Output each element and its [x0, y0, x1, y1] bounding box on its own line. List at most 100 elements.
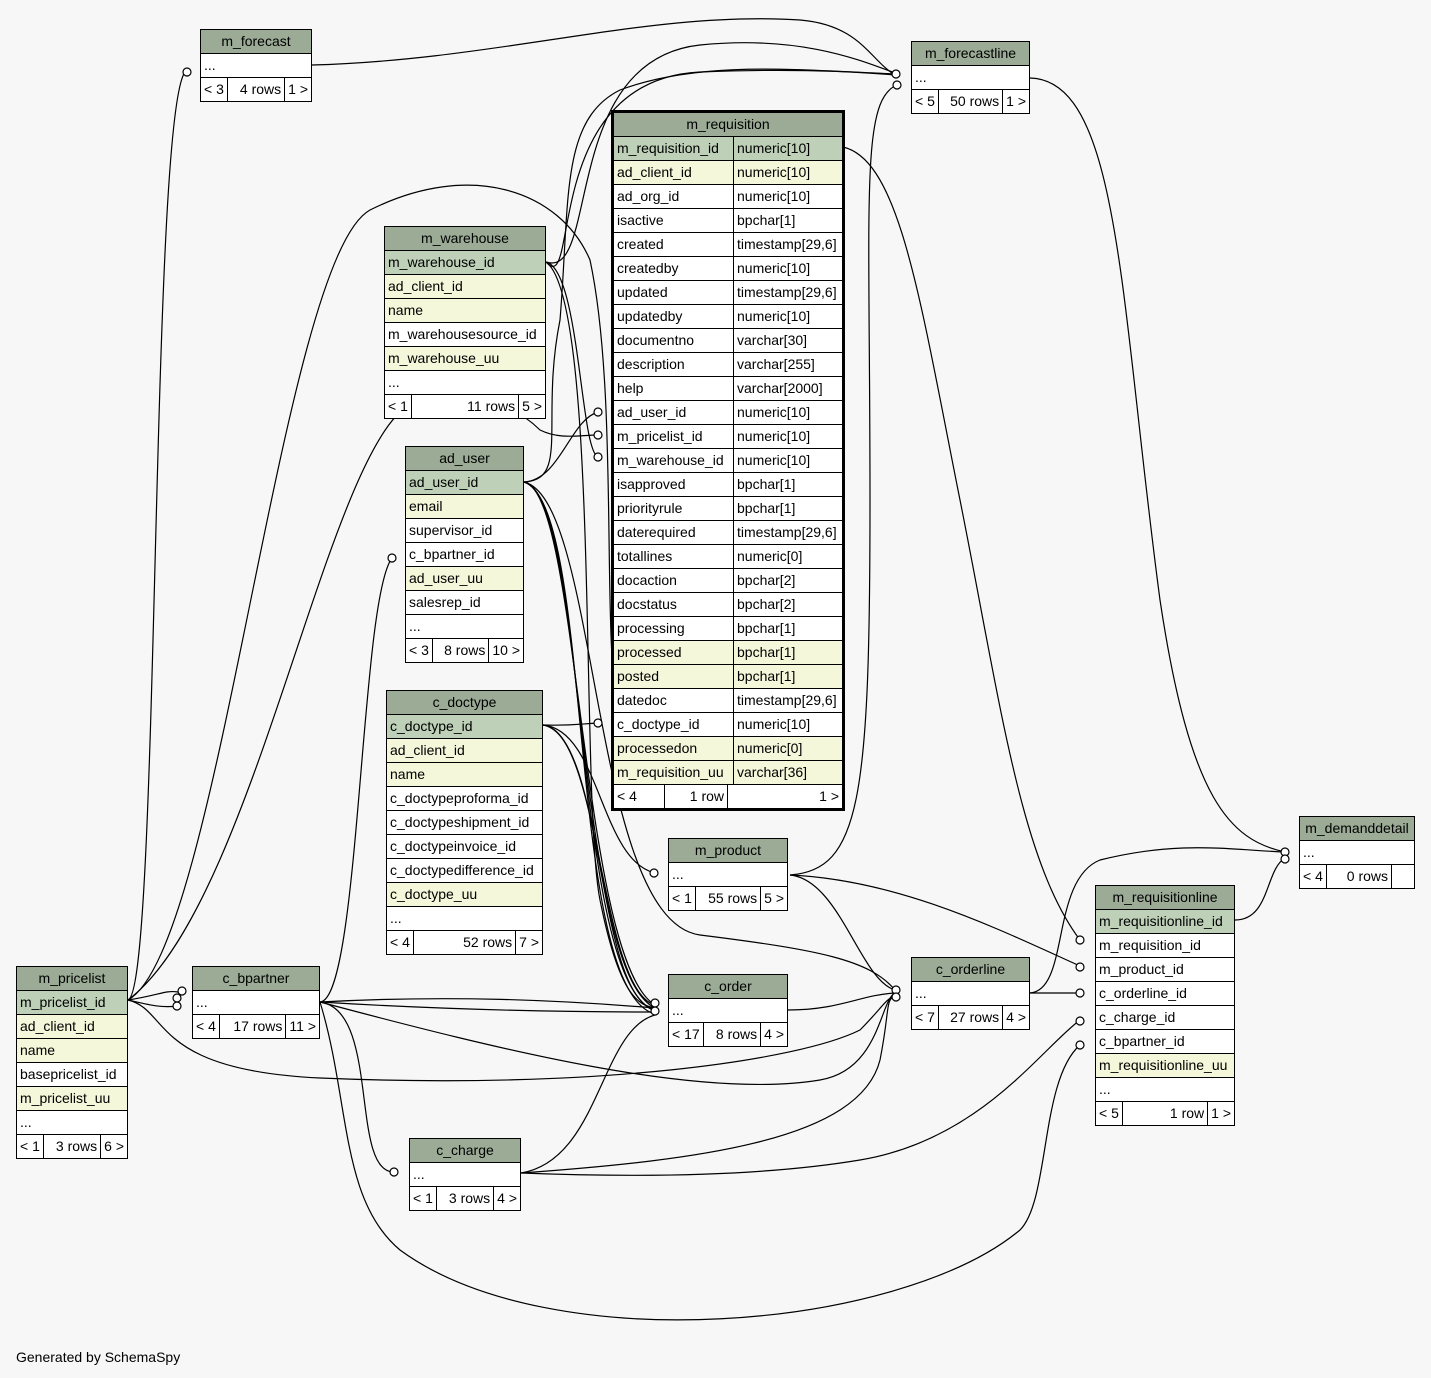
- column-type: numeric[10]: [737, 308, 811, 324]
- children-count: 1 >: [819, 788, 839, 804]
- edge-charge-order: [520, 1014, 656, 1174]
- children-count: 1 >: [1006, 93, 1026, 109]
- table-title: m_product: [669, 839, 787, 863]
- column-name: c_bpartner_id: [1099, 1033, 1185, 1049]
- column-row: m_product_id: [1096, 958, 1234, 982]
- table-row: ...: [201, 54, 311, 78]
- edge-aduser-order-1: [523, 481, 656, 1006]
- column-row: ad_client_id: [385, 275, 545, 299]
- table-title: m_forecast: [201, 30, 311, 54]
- column-name: m_pricelist_uu: [20, 1090, 111, 1106]
- column-type: varchar[255]: [737, 356, 815, 372]
- row-count: 3 rows: [44, 1135, 102, 1158]
- column-name: c_doctype_id: [390, 718, 473, 734]
- column-row: m_requisitionline_uu: [1096, 1054, 1234, 1078]
- table-m-demanddetail[interactable]: m_demanddetail ... < 4 0 rows: [1299, 816, 1415, 889]
- row-count: 1 row: [1123, 1102, 1209, 1125]
- children-count: 6 >: [104, 1138, 124, 1154]
- parents-count: < 3: [406, 639, 433, 662]
- table-m-forecastline[interactable]: m_forecastline ... < 5 50 rows 1 >: [911, 41, 1030, 114]
- edge-charge-requisitionline: [520, 1019, 1081, 1176]
- column-name: ad_user_id: [614, 401, 734, 424]
- column-name: m_pricelist_id: [614, 425, 734, 448]
- table-footer: < 7 27 rows 4 >: [912, 1006, 1029, 1029]
- column-name: ad_user_uu: [409, 570, 483, 586]
- children-count: [1392, 865, 1414, 888]
- column-type: bpchar[1]: [737, 668, 796, 684]
- children-count: 5 >: [522, 398, 542, 414]
- column-name: description: [614, 353, 734, 376]
- column-name: salesrep_id: [409, 594, 481, 610]
- column-row: name: [17, 1039, 127, 1063]
- column-type: varchar[30]: [737, 332, 808, 348]
- column-type: bpchar[2]: [737, 572, 796, 588]
- parents-count: < 1: [17, 1135, 44, 1158]
- table-m-forecast[interactable]: m_forecast ... < 3 4 rows 1 >: [200, 29, 312, 102]
- column-name: c_charge_id: [1099, 1009, 1176, 1025]
- column-name: docstatus: [614, 593, 734, 616]
- column-name: posted: [614, 665, 734, 688]
- edge-requisition-requisitionline: [842, 146, 1081, 941]
- table-title: m_warehouse: [385, 227, 545, 251]
- edge-forecastline-demanddetail: [1029, 77, 1286, 853]
- column-type: bpchar[1]: [737, 644, 796, 660]
- column-row: c_bpartner_id: [406, 543, 523, 567]
- table-m-product[interactable]: m_product ... < 1 55 rows 5 >: [668, 838, 788, 911]
- generated-by-label: Generated by SchemaSpy: [16, 1349, 181, 1365]
- table-title: m_requisitionline: [1096, 886, 1234, 910]
- column-row: m_warehouse_uu: [385, 347, 545, 371]
- table-c-bpartner[interactable]: c_bpartner ... < 4 17 rows 11 >: [192, 966, 320, 1039]
- column-row: c_bpartner_id: [1096, 1030, 1234, 1054]
- column-row: c_orderline_id: [1096, 982, 1234, 1006]
- column-type: numeric[10]: [737, 452, 811, 468]
- column-row: ad_client_id: [387, 739, 542, 763]
- edge-requisitionline-demanddetail: [1234, 857, 1286, 921]
- parents-count: < 4: [1300, 865, 1327, 888]
- table-title: c_bpartner: [193, 967, 319, 991]
- column-type: numeric[10]: [737, 428, 811, 444]
- table-row: ...: [912, 66, 1029, 90]
- column-type: bpchar[1]: [737, 476, 796, 492]
- column-row: c_doctypedifference_id: [387, 859, 542, 883]
- column-name: c_doctypeshipment_id: [390, 814, 530, 830]
- table-c-order[interactable]: c_order ... < 17 8 rows 4 >: [668, 974, 788, 1047]
- column-name: updated: [614, 281, 734, 304]
- column-type: timestamp[29,6]: [737, 524, 837, 540]
- column-row: c_doctype_id: [387, 715, 542, 739]
- row-count: 52 rows: [414, 931, 517, 954]
- parents-count: < 5: [1096, 1102, 1123, 1125]
- edge-warehouse-requisition: [545, 261, 599, 458]
- column-type: timestamp[29,6]: [737, 236, 837, 252]
- table-c-charge[interactable]: c_charge ... < 1 3 rows 4 >: [409, 1138, 521, 1211]
- column-name: m_requisition_uu: [614, 761, 734, 784]
- column-name: ...: [409, 618, 421, 634]
- column-name: email: [409, 498, 443, 514]
- table-c-orderline[interactable]: c_orderline ... < 7 27 rows 4 >: [911, 957, 1030, 1030]
- column-name: created: [614, 233, 734, 256]
- column-name: c_doctypeinvoice_id: [390, 838, 517, 854]
- edge-pricelist-forecast: [127, 71, 186, 1001]
- table-row: ...: [669, 863, 787, 887]
- table-title: m_forecastline: [912, 42, 1029, 66]
- column-row: c_doctypeshipment_id: [387, 811, 542, 835]
- table-row: ...: [912, 982, 1029, 1006]
- children-count: 5 >: [764, 890, 784, 906]
